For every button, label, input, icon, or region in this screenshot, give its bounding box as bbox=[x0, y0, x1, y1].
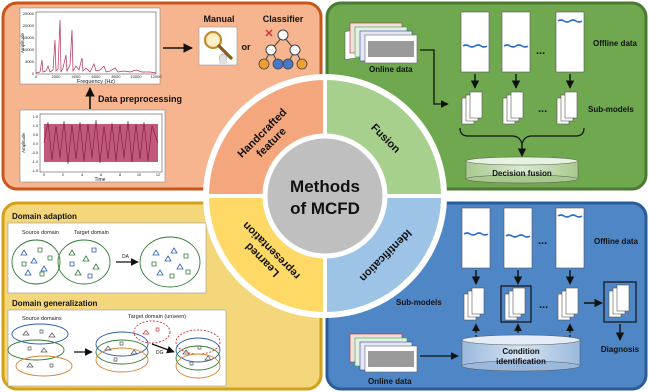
signal-plot: Time Amplitude 1.5 1.0 0.5 0.0 -0.5 -1.0… bbox=[19, 109, 166, 183]
offline-to-submodel-arrows bbox=[470, 74, 575, 89]
diagnosis-label: Diagnosis bbox=[601, 345, 640, 354]
svg-text:4: 4 bbox=[81, 173, 83, 177]
adaption-source-ellipses bbox=[11, 239, 111, 285]
preprocessing-label: Data preprocessing bbox=[98, 94, 182, 104]
online-to-submodels-line bbox=[420, 49, 449, 108]
offline-ellipsis-br: ... bbox=[538, 235, 547, 247]
central-wheel bbox=[203, 74, 447, 318]
arrow-dg bbox=[151, 343, 175, 354]
spectrum-yticks: 25000 20000 15000 10000 5000 0 bbox=[23, 11, 35, 76]
submodels-label-br: Sub-models bbox=[396, 298, 442, 307]
svg-text:8000: 8000 bbox=[112, 74, 122, 79]
domain-adaption-title: Domain adaption bbox=[12, 212, 77, 221]
spectrum-plot: Frequency (Hz) Amplitude 25000 20000 150… bbox=[19, 7, 162, 85]
signal-ylabel: Amplitude bbox=[21, 133, 26, 154]
svg-text:25000: 25000 bbox=[23, 11, 35, 16]
offline-data-plots bbox=[460, 11, 585, 73]
signal-yticks: 1.5 1.0 0.5 0.0 -0.5 -1.0 -1.5 bbox=[31, 115, 38, 173]
submodels-ellipsis-br: ... bbox=[539, 299, 548, 311]
condition-label-2: identification bbox=[496, 357, 546, 366]
decision-fusion-label: Decision fusion bbox=[492, 169, 552, 178]
decision-fusion-cylinder bbox=[465, 156, 579, 184]
condition-identification-cylinder bbox=[461, 334, 581, 372]
signal-xticks: 0 2 4 6 8 10 12 bbox=[43, 173, 160, 177]
svg-text:10: 10 bbox=[137, 173, 141, 177]
magnifier-icon bbox=[198, 26, 238, 66]
domain-generalization-title: Domain generalization bbox=[12, 299, 97, 308]
spectrum-xlabel: Frequency (Hz) bbox=[77, 79, 115, 85]
diagnosis-model bbox=[603, 281, 637, 323]
svg-text:0: 0 bbox=[35, 74, 38, 79]
svg-text:0.0: 0.0 bbox=[33, 142, 38, 146]
online-data-label-br: Online data bbox=[368, 377, 412, 386]
svg-text:6000: 6000 bbox=[92, 74, 102, 79]
or-label: or bbox=[242, 42, 251, 52]
svg-text:0: 0 bbox=[32, 71, 35, 76]
target-domain-label: Target domain bbox=[74, 230, 109, 236]
adaption-result-ellipse bbox=[139, 236, 201, 288]
svg-text:15000: 15000 bbox=[23, 35, 35, 40]
classifier-label: Classifier bbox=[263, 14, 304, 24]
online-data-stack-br bbox=[349, 333, 418, 373]
spectrum-ylabel: Amplitude bbox=[20, 33, 25, 54]
svg-text:2000: 2000 bbox=[52, 74, 62, 79]
center-disc bbox=[262, 133, 388, 259]
online-data-label: Online data bbox=[369, 65, 413, 74]
target-unseen-label: Target domain (unseen) bbox=[128, 314, 186, 320]
svg-text:20000: 20000 bbox=[23, 23, 35, 28]
dg-label: DG bbox=[156, 350, 164, 356]
generalization-result-ellipses bbox=[175, 329, 221, 379]
svg-text:4000: 4000 bbox=[72, 74, 82, 79]
svg-text:1.0: 1.0 bbox=[33, 124, 38, 128]
svg-text:-0.5: -0.5 bbox=[31, 151, 38, 155]
offline-data-plots-br bbox=[461, 207, 585, 269]
svg-text:12: 12 bbox=[156, 173, 160, 177]
signal-xlabel: Time bbox=[95, 177, 106, 183]
classifier-tree-icon bbox=[258, 29, 308, 70]
offline-to-submodel-arrows-br bbox=[471, 270, 575, 285]
svg-text:12000: 12000 bbox=[150, 74, 162, 79]
source-domains-label: Source domains bbox=[22, 316, 62, 322]
svg-text:-1.0: -1.0 bbox=[31, 160, 38, 164]
svg-text:-1.5: -1.5 bbox=[31, 169, 38, 173]
svg-text:0.5: 0.5 bbox=[33, 133, 38, 137]
submodels-ellipsis: ... bbox=[538, 103, 547, 115]
svg-text:2: 2 bbox=[62, 173, 64, 177]
center-title-2: of MCFD bbox=[290, 199, 360, 218]
submodels-fusion bbox=[461, 91, 578, 125]
condition-label-1: Condition bbox=[502, 347, 539, 356]
svg-text:10000: 10000 bbox=[130, 74, 142, 79]
svg-text:0: 0 bbox=[43, 173, 45, 177]
svg-text:5000: 5000 bbox=[25, 59, 35, 64]
submodels-identification bbox=[463, 285, 579, 323]
source-domain-label: Source domain bbox=[22, 230, 59, 236]
svg-text:6: 6 bbox=[100, 173, 102, 177]
offline-data-label: Offline data bbox=[593, 39, 638, 48]
da-label: DA bbox=[122, 254, 130, 260]
center-title-1: Methods bbox=[290, 177, 360, 196]
generalization-source-ellipses bbox=[7, 323, 73, 377]
svg-text:1.5: 1.5 bbox=[33, 115, 38, 119]
offline-data-label-br: Offline data bbox=[594, 237, 639, 246]
submodels-label: Sub-models bbox=[588, 105, 634, 114]
spectrum-xticks: 0 2000 4000 6000 8000 10000 12000 bbox=[35, 74, 162, 79]
svg-text:10000: 10000 bbox=[23, 47, 35, 52]
target-unseen-ellipse bbox=[133, 320, 171, 344]
svg-text:8: 8 bbox=[119, 173, 121, 177]
online-data-stack bbox=[344, 22, 418, 64]
adaption-box bbox=[7, 222, 207, 294]
offline-ellipsis: ... bbox=[536, 45, 545, 57]
manual-label: Manual bbox=[203, 14, 234, 24]
generalization-aligned-ellipses bbox=[95, 331, 149, 373]
